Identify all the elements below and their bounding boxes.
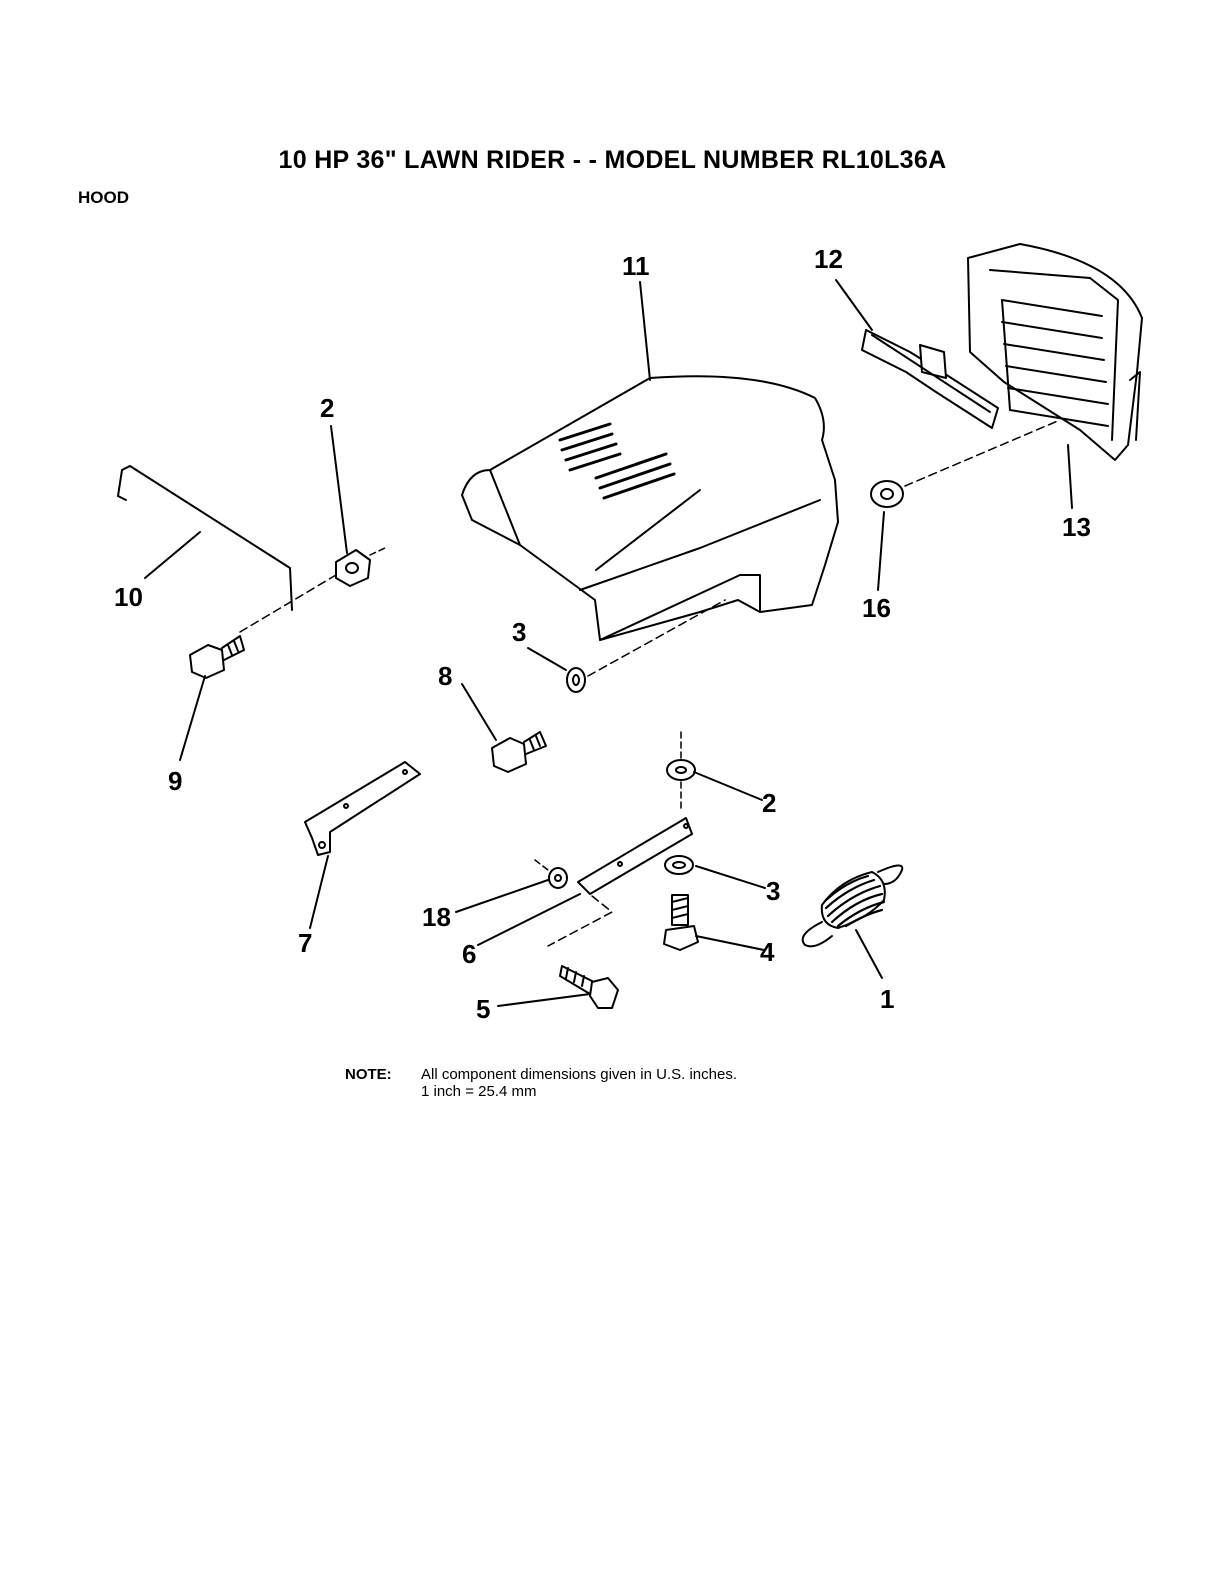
leader-4 (696, 936, 764, 950)
callout-3-bottom: 3 (766, 876, 780, 906)
bolt-4-part (664, 895, 698, 950)
hood-part (462, 376, 838, 640)
callout-13: 13 (1062, 512, 1091, 542)
note-text: All component dimensions given in U.S. i… (421, 1066, 737, 1100)
callout-9: 9 (168, 766, 182, 796)
note-line-1: All component dimensions given in U.S. i… (421, 1066, 737, 1083)
washer-3b-part (665, 856, 693, 874)
callout-6: 6 (462, 939, 476, 969)
leader-2b (694, 772, 762, 800)
bolt-9-part (190, 636, 244, 678)
callout-16: 16 (862, 593, 891, 623)
leader-10 (145, 532, 200, 578)
callout-18: 18 (422, 902, 451, 932)
leader-18 (456, 880, 548, 912)
callout-11: 11 (622, 251, 650, 281)
dimensions-note: NOTE:All component dimensions given in U… (345, 1066, 737, 1100)
callout-7: 7 (298, 928, 312, 958)
callout-4: 4 (760, 937, 775, 967)
leader-3a (528, 648, 566, 670)
callout-2-bottom: 2 (762, 788, 776, 818)
callout-3-top: 3 (512, 617, 526, 647)
leader-5 (498, 994, 590, 1006)
hood-rod-part (118, 466, 292, 610)
leader-9 (180, 676, 205, 760)
leader-13 (1068, 445, 1072, 508)
callout-5: 5 (476, 994, 490, 1024)
callout-1: 1 (880, 984, 894, 1014)
leader-16 (878, 512, 884, 590)
callout-2-top: 2 (320, 393, 334, 423)
leader-2a (331, 426, 347, 553)
washer-18-part (549, 868, 567, 888)
leader-12 (836, 280, 872, 330)
leader-11 (640, 282, 650, 380)
leader-3b (696, 866, 765, 888)
bolt-5-part (560, 966, 618, 1008)
nut-2b-part (667, 760, 695, 780)
grille-part (968, 244, 1142, 460)
bracket-7-part (305, 762, 420, 855)
nut-16-part (871, 481, 903, 507)
callout-8: 8 (438, 661, 452, 691)
leader-7 (310, 856, 328, 928)
callout-10: 10 (114, 582, 143, 612)
note-line-2: 1 inch = 25.4 mm (421, 1083, 536, 1100)
note-label: NOTE: (345, 1066, 421, 1083)
callout-12: 12 (814, 244, 843, 274)
spring-part (803, 865, 903, 946)
leader-8 (462, 684, 496, 740)
leader-1 (856, 930, 882, 978)
washer-3-part (567, 668, 585, 692)
bolt-8-part (492, 732, 546, 772)
nut-2-part (336, 550, 370, 586)
